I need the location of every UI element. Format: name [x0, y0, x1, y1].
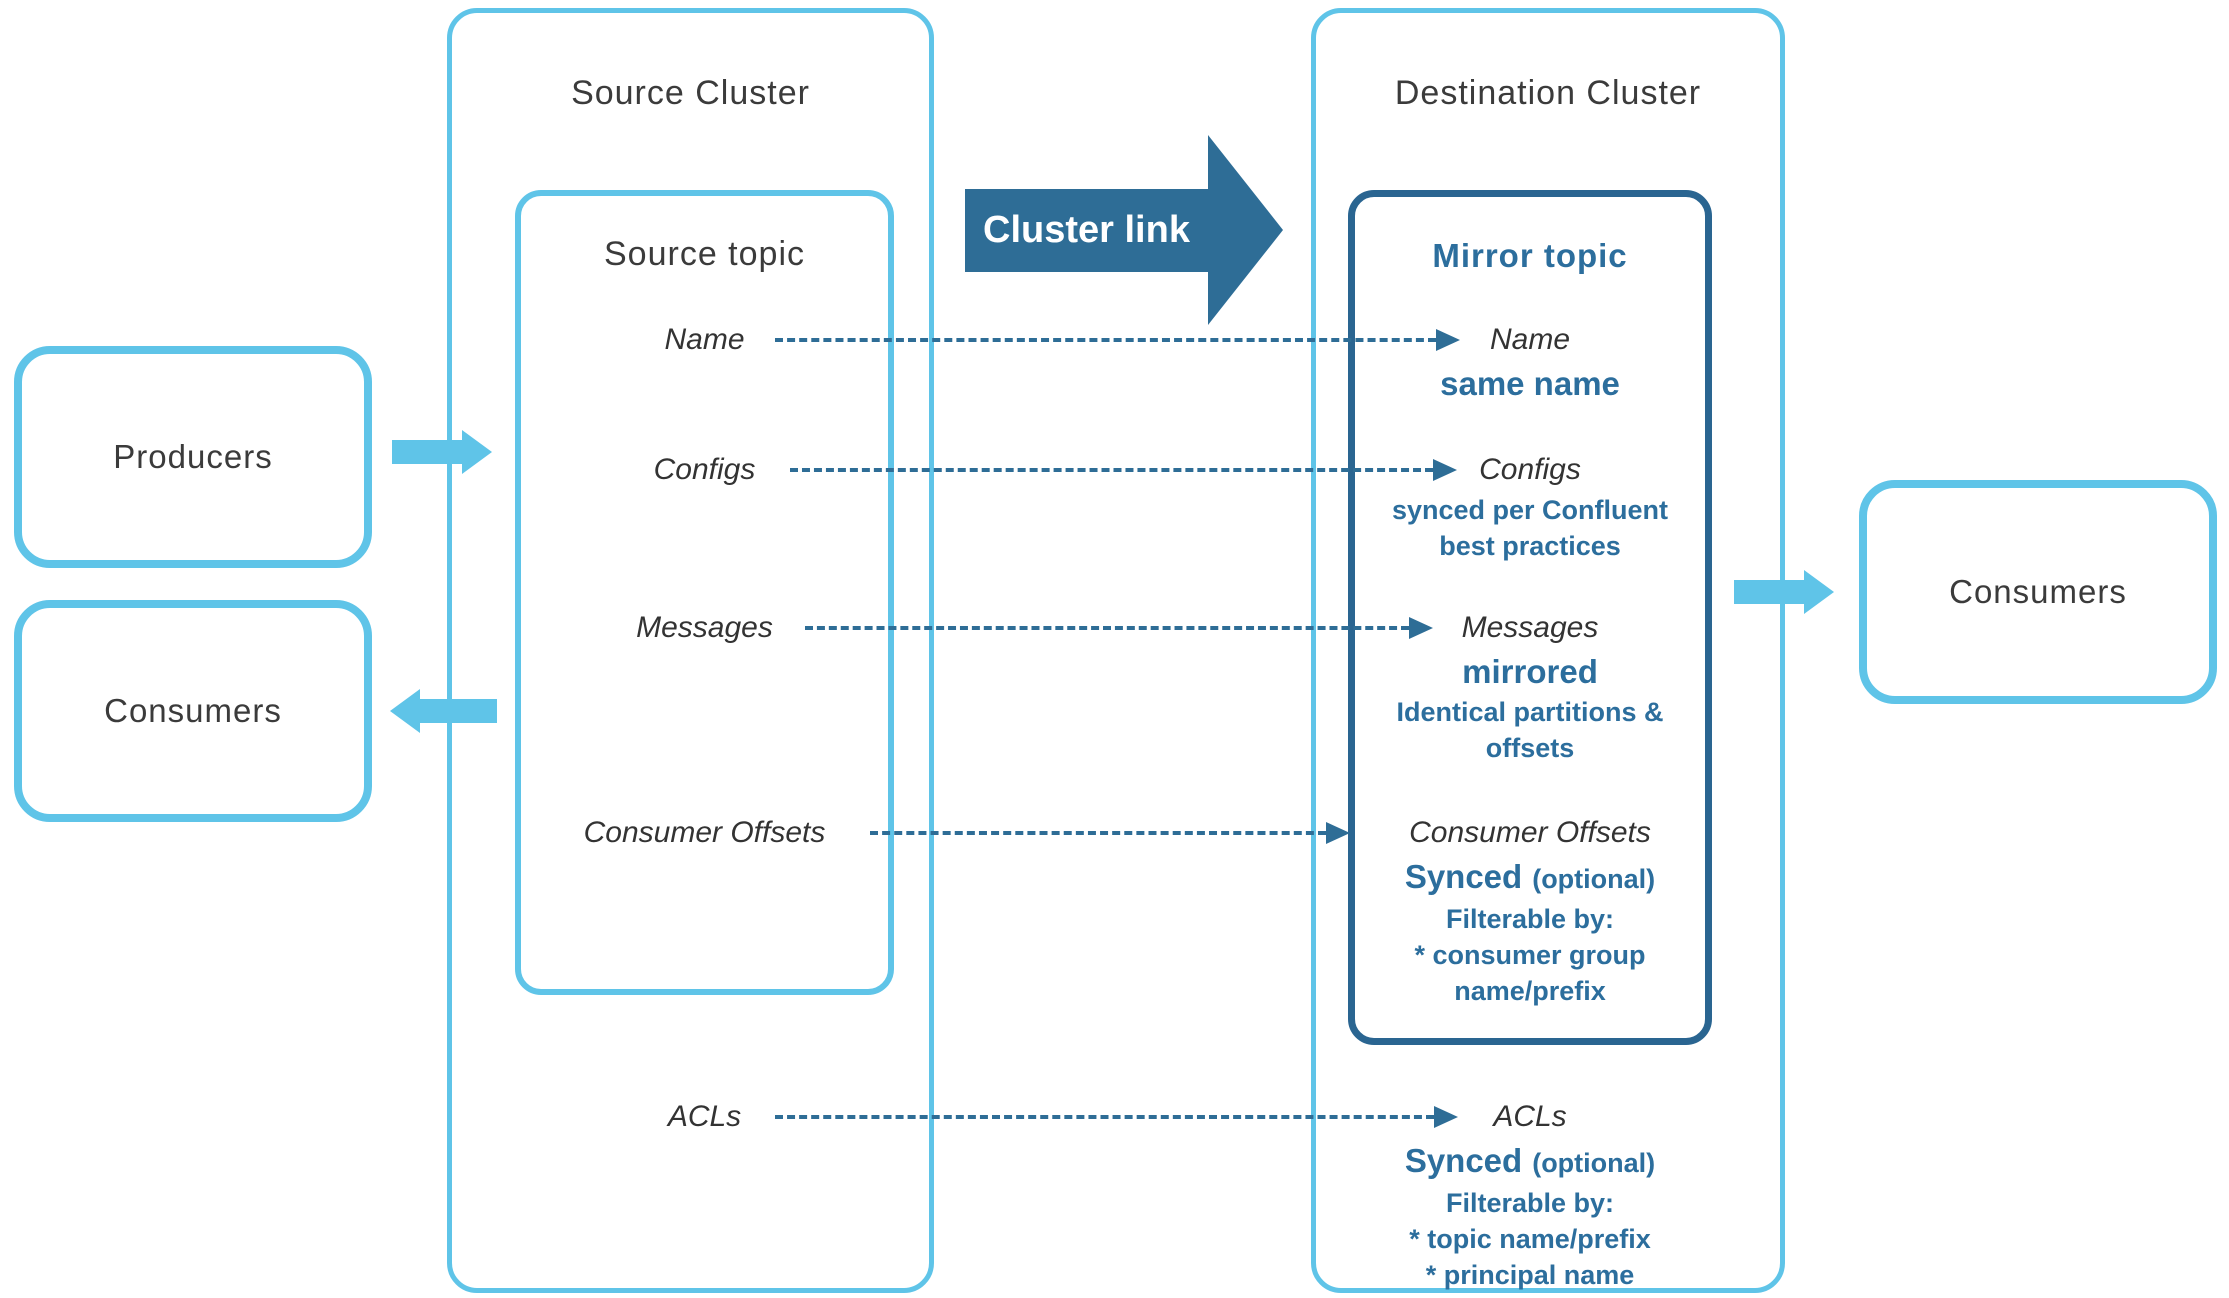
- destination-to-consumers-arrowhead-icon: [1804, 570, 1834, 614]
- mirror-item-messages-note-2: Identical partitions &: [1396, 697, 1664, 727]
- mirror-item-name-title: Name: [1489, 323, 1571, 356]
- destination-cluster-title: Destination Cluster: [1394, 74, 1702, 112]
- mirror-item-consumer-offsets-title: Consumer Offsets: [1409, 816, 1651, 849]
- mirror-item-consumer-offsets-note-1: Synced (optional): [1348, 855, 1712, 901]
- mirror-item-acls-note-4: * principal name: [1425, 1260, 1635, 1290]
- mirror-item-consumer-offsets-note-2: Filterable by:: [1445, 904, 1615, 934]
- mirror-item-acls: ACLs Synced (optional) Filterable by: * t…: [1348, 1095, 1712, 1293]
- mirror-item-messages-title: Messages: [1461, 611, 1599, 644]
- source-item-messages: Messages: [636, 611, 773, 644]
- source-topic-title: Source topic: [604, 235, 805, 273]
- dashed-arrowhead-acls-icon: [1434, 1106, 1458, 1128]
- dashed-arrow-configs: [790, 468, 1433, 472]
- mirror-item-configs-note-2: best practices: [1439, 531, 1621, 561]
- mirror-item-configs: Configs synced per Confluent best practi…: [1348, 448, 1712, 564]
- producers-label: Producers: [113, 438, 273, 475]
- dashed-arrow-acls: [775, 1115, 1434, 1119]
- consumers-left-box: Consumers: [14, 600, 372, 822]
- source-item-configs: Configs: [653, 453, 756, 486]
- synced-label: Synced: [1404, 1142, 1523, 1179]
- mirror-topic-box: Mirror topic: [1348, 190, 1712, 1045]
- source-to-consumers-arrowhead-icon: [390, 689, 420, 733]
- cluster-link-arrowhead-icon: [1208, 135, 1283, 325]
- mirror-topic-title: Mirror topic: [1432, 237, 1628, 274]
- mirror-item-configs-title: Configs: [1479, 453, 1581, 486]
- source-to-consumers-arrow: [420, 699, 497, 723]
- dashed-arrowhead-consumer-offsets-icon: [1326, 822, 1350, 844]
- synced-label: Synced: [1404, 858, 1523, 895]
- consumers-left-label: Consumers: [104, 692, 282, 729]
- dashed-arrow-messages: [805, 626, 1409, 630]
- source-item-consumer-offsets: Consumer Offsets: [583, 816, 826, 849]
- mirror-item-configs-note-1: synced per Confluent: [1391, 495, 1669, 525]
- consumers-right-box: Consumers: [1859, 480, 2217, 704]
- dashed-arrow-name: [775, 338, 1436, 342]
- dashed-arrowhead-name-icon: [1436, 329, 1460, 351]
- source-item-acls: ACLs: [667, 1100, 742, 1133]
- mirror-item-name: Name same name: [1348, 318, 1712, 406]
- mirror-item-acls-note-1: Synced (optional): [1348, 1139, 1712, 1185]
- cluster-link-label: Cluster link: [983, 209, 1190, 251]
- source-cluster-title: Source Cluster: [571, 74, 810, 112]
- mirror-item-consumer-offsets-note-3: * consumer group: [1414, 940, 1646, 970]
- mirror-item-consumer-offsets-note-4: name/prefix: [1454, 976, 1606, 1006]
- mirror-item-consumer-offsets: Consumer Offsets Synced (optional) Filter…: [1348, 811, 1712, 1009]
- cluster-link-arrow: Cluster link: [965, 189, 1208, 272]
- mirror-item-name-note: same name: [1440, 365, 1620, 402]
- mirror-item-messages: Messages mirrored Identical partitions &…: [1348, 606, 1712, 766]
- producers-to-source-arrowhead-icon: [462, 430, 492, 474]
- dashed-arrowhead-messages-icon: [1409, 617, 1433, 639]
- source-topic-box: Source topic: [515, 190, 894, 995]
- producers-to-source-arrow: [392, 440, 462, 464]
- producers-box: Producers: [14, 346, 372, 568]
- consumers-right-label: Consumers: [1949, 573, 2127, 610]
- mirror-item-acls-note-3: * topic name/prefix: [1409, 1224, 1651, 1254]
- optional-label: (optional): [1532, 1148, 1656, 1178]
- mirror-item-acls-title: ACLs: [1493, 1100, 1567, 1133]
- source-item-name: Name: [664, 323, 745, 356]
- destination-to-consumers-arrow: [1734, 580, 1804, 604]
- mirror-item-acls-note-2: Filterable by:: [1445, 1188, 1615, 1218]
- mirror-item-messages-note-1: mirrored: [1462, 653, 1598, 690]
- optional-label: (optional): [1532, 864, 1656, 894]
- dashed-arrowhead-configs-icon: [1433, 459, 1457, 481]
- mirror-item-messages-note-3: offsets: [1485, 733, 1575, 763]
- dashed-arrow-consumer-offsets: [870, 831, 1326, 835]
